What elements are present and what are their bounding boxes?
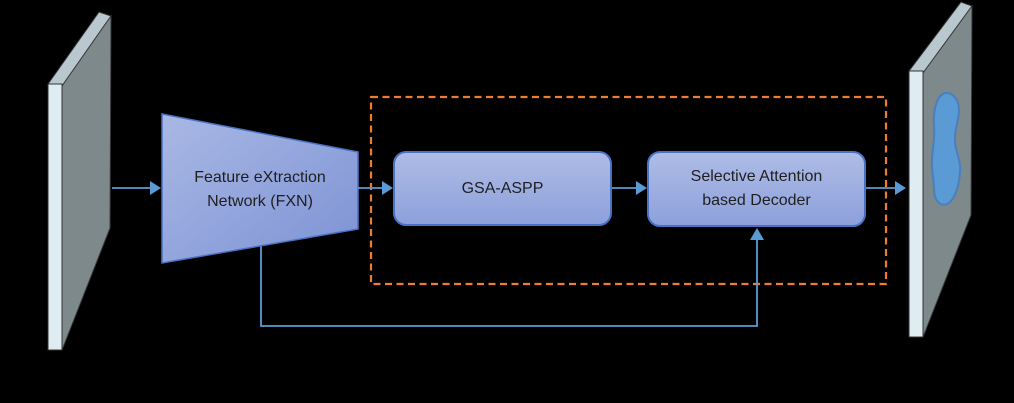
arrow-decoder-to-output (866, 181, 906, 195)
skip-connection-fxn-to-decoder (260, 228, 764, 327)
fxn-trapezoid (161, 113, 359, 264)
output-panel-edge-strip (908, 70, 924, 338)
output-image-panel (908, 1, 973, 338)
skip-connection-line (260, 238, 758, 327)
skip-connection-arrowhead-icon (750, 228, 764, 240)
input-panel-edge-strip (47, 83, 63, 351)
arrowhead-icon (895, 181, 906, 195)
arrowhead-icon (382, 181, 393, 195)
arrow-gsa-to-decoder (612, 181, 647, 195)
gsa-aspp-box (393, 151, 612, 226)
arrowhead-icon (636, 181, 647, 195)
segmentation-mask-blob (930, 91, 962, 206)
dashed-region-box (369, 95, 888, 286)
arrowhead-icon (150, 181, 161, 195)
decoder-box (647, 151, 866, 227)
input-image-panel (47, 11, 112, 351)
arrow-input-to-fxn (112, 181, 161, 195)
arrow-fxn-to-gsa (358, 181, 393, 195)
